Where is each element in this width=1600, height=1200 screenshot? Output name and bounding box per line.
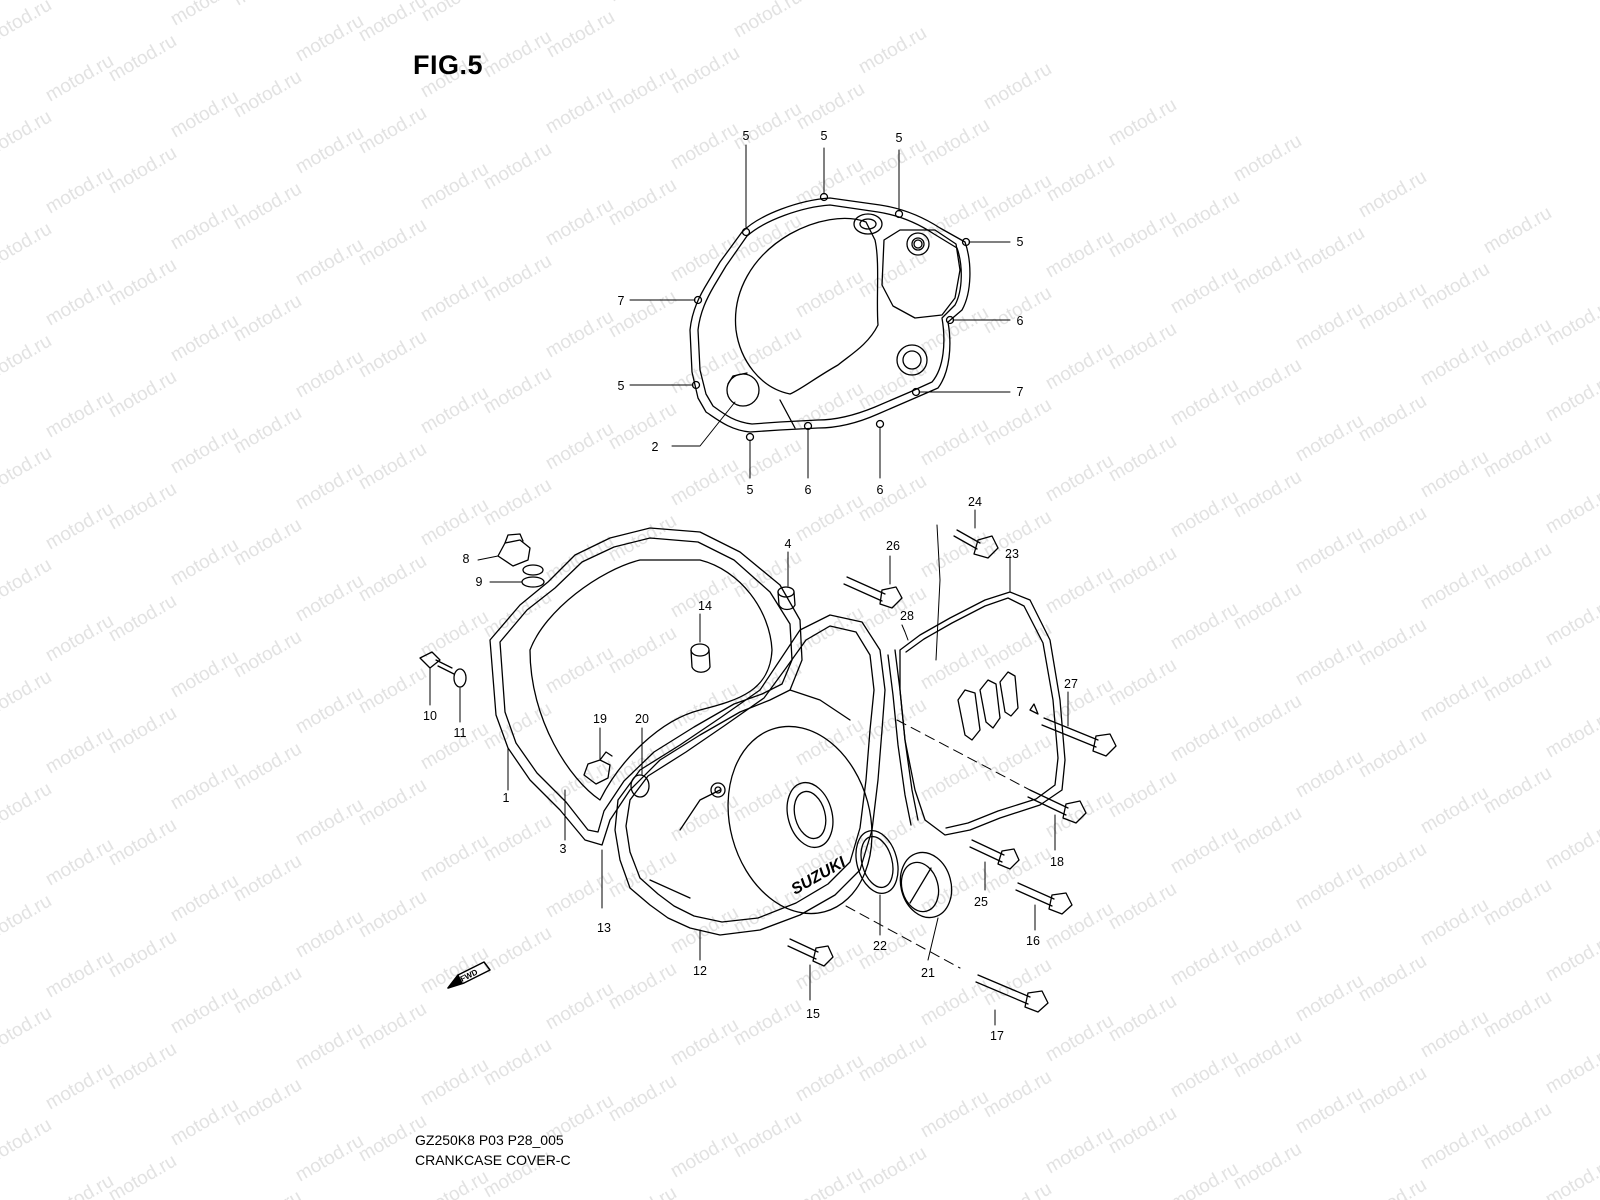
fwd-label: FWD (459, 967, 480, 983)
callout-label: 4 (785, 537, 792, 551)
callout-label: 27 (1064, 677, 1078, 691)
fwd-arrow-icon (447, 961, 491, 989)
sprocket-cover (899, 591, 1066, 836)
callout-label: 13 (597, 921, 611, 935)
crankcase-cover (614, 614, 886, 936)
bolt-10 (419, 651, 455, 675)
o-ring-20 (630, 774, 650, 798)
callout-label: 19 (593, 712, 607, 726)
callout-labels: 5 5 5 5 6 7 7 5 2 5 6 6 8 9 10 11 1 3 13… (423, 129, 1078, 1043)
upper-leaders (629, 144, 1011, 479)
lower-leaders (429, 509, 1069, 1026)
callout-label: 5 (896, 131, 903, 145)
callout-label: 2 (652, 440, 659, 454)
callout-label: 14 (698, 599, 712, 613)
figure-code: GZ250K8 P03 P28_005 (415, 1132, 564, 1148)
bolt-25 (969, 839, 1020, 870)
cap-21 (899, 851, 953, 919)
bolt-16 (1015, 882, 1073, 915)
callout-label: 24 (968, 495, 982, 509)
callout-label: 15 (806, 1007, 820, 1021)
bolt-18 (1027, 789, 1087, 824)
callout-label: 8 (463, 552, 470, 566)
figure-name: CRANKCASE COVER-C (415, 1152, 571, 1168)
callout-label: 5 (821, 129, 828, 143)
callout-label: 12 (693, 964, 707, 978)
plug-19 (583, 751, 613, 785)
callout-label: 20 (635, 712, 649, 726)
sprocket-gasket (894, 649, 919, 821)
callout-label: 7 (618, 294, 625, 308)
dowel-pin-4 (777, 586, 796, 611)
callout-label: 26 (886, 539, 900, 553)
callout-label: 17 (990, 1029, 1004, 1043)
callout-label: 10 (423, 709, 437, 723)
cover-gasket-1 (489, 527, 803, 846)
suzuki-logo: SUZUKI (789, 854, 850, 899)
callout-label: 28 (900, 609, 914, 623)
bolt-17 (975, 974, 1049, 1013)
callout-label: 11 (454, 726, 467, 740)
dowel-pin-14 (690, 643, 711, 673)
callout-label: 22 (873, 939, 887, 953)
bolt-15 (787, 938, 834, 967)
callout-label: 6 (1017, 314, 1024, 328)
washer-11 (453, 668, 467, 688)
callout-label: 16 (1026, 934, 1040, 948)
oil-filler-cap (497, 533, 544, 576)
callout-label: 6 (805, 483, 812, 497)
callout-label: 5 (747, 483, 754, 497)
callout-label: 7 (1017, 385, 1024, 399)
callout-label: 5 (1017, 235, 1024, 249)
callout-label: 25 (974, 895, 988, 909)
callout-label: 18 (1050, 855, 1064, 869)
callout-label: 21 (921, 966, 935, 980)
o-ring-22 (855, 830, 899, 894)
bolt-26 (843, 576, 903, 609)
callout-label: 9 (476, 575, 483, 589)
callout-label: 5 (743, 129, 750, 143)
callout-label: 1 (503, 791, 510, 805)
o-ring (521, 576, 545, 588)
callout-label: 5 (618, 379, 625, 393)
bolt-27 (1041, 717, 1117, 757)
bolt-24 (953, 529, 999, 559)
callout-label: 23 (1005, 547, 1019, 561)
callout-label: 3 (560, 842, 567, 856)
figure-title: FIG.5 (413, 50, 484, 80)
callout-label: 6 (877, 483, 884, 497)
clutch-cover-gasket (689, 192, 971, 442)
